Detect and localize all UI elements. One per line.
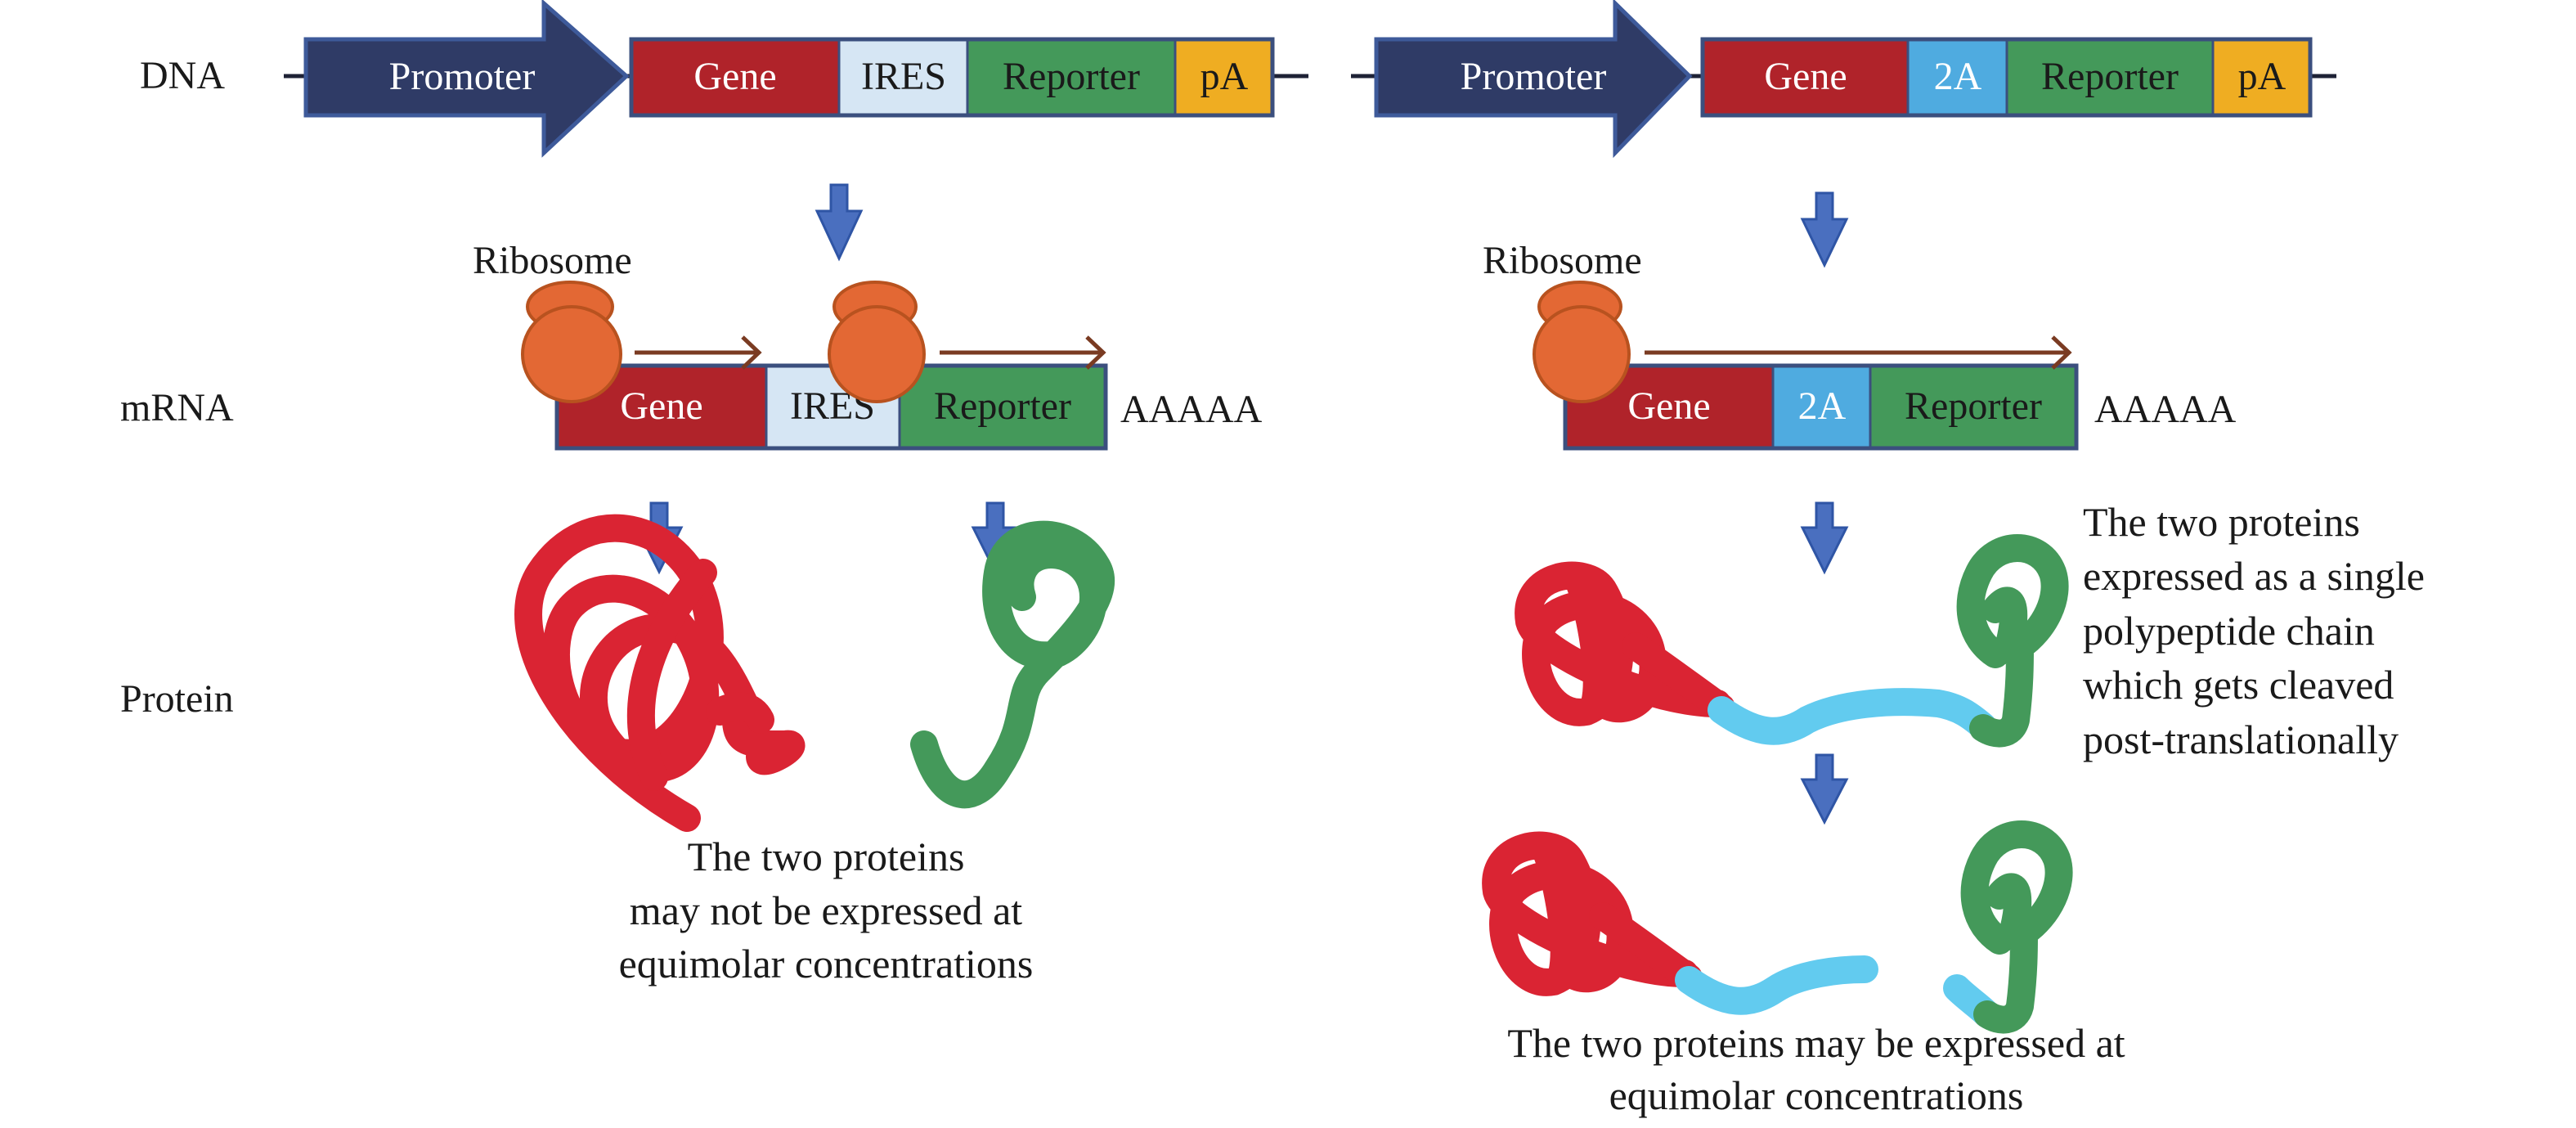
gene-label: Gene (620, 384, 702, 428)
mrna-border (1563, 363, 2079, 451)
gene-protein-icon (514, 514, 766, 832)
left-proteins (514, 514, 1115, 832)
linker-icon (1708, 688, 1997, 745)
2a-label: 2A (1798, 384, 1847, 428)
cassette-border (1700, 37, 2313, 118)
promoter-label: Promoter (1461, 55, 1607, 98)
reporter-label: Reporter (1905, 384, 2042, 428)
reporter-label: Reporter (2041, 55, 2179, 98)
left-mrna: Ribosome Gene IRES Reporter AAAAA (473, 239, 1263, 451)
right-mrna: Ribosome Gene 2A Reporter AAAAA (1483, 239, 2237, 451)
reporter-label: Reporter (1003, 55, 1140, 98)
promoter-label: Promoter (389, 55, 536, 98)
reporter-segment (2005, 38, 2215, 117)
ribosome-label: Ribosome (473, 239, 632, 282)
note-line: polypeptide chain (2083, 608, 2375, 654)
reporter-segment (966, 38, 1177, 117)
right-dna-construct: Promoter Gene 2A Reporter pA (1351, 0, 2336, 159)
reporter-protein-icon (910, 520, 1115, 809)
gene-label: Gene (693, 55, 776, 98)
cleaved-proteins (1482, 820, 2073, 1034)
note-line: expressed as a single (2083, 553, 2425, 599)
poly-a-tail: AAAAA (1120, 388, 1263, 431)
pa-segment (1174, 38, 1274, 117)
linker-icon (1675, 955, 1878, 1015)
gene-segment (1703, 39, 1908, 115)
down-arrow-icon (1800, 501, 1849, 575)
reporter-protein-icon (1960, 820, 2073, 1034)
cassette-border (629, 37, 1275, 118)
down-arrow-icon (815, 183, 864, 262)
2a-label: 2A (1934, 55, 1982, 98)
right-side-note: The two proteins expressed as a single p… (2083, 499, 2425, 762)
poly-a-tail: AAAAA (2094, 388, 2237, 431)
pa-label: pA (2238, 55, 2287, 98)
ribosome-icon (521, 281, 622, 403)
fused-polypeptide (1515, 534, 2069, 748)
right-caption: The two proteins may be expressed at equ… (1507, 1020, 2125, 1118)
left-dna-construct: Promoter Gene IRES Reporter pA (284, 0, 1308, 158)
gene-label: Gene (1627, 384, 1710, 428)
flow-arrows (635, 183, 1849, 825)
pa-label: pA (1200, 55, 1249, 98)
ribosome-label: Ribosome (1483, 239, 1642, 282)
translation-arrow-icon (940, 335, 1106, 370)
row-label-mrna: mRNA (120, 386, 234, 429)
caption-line: may not be expressed at (630, 888, 1023, 933)
note-line: The two proteins (2083, 499, 2360, 545)
row-label-dna: DNA (140, 54, 225, 97)
reporter-protein-icon (1956, 534, 2069, 748)
down-arrow-icon (1800, 753, 1849, 825)
translation-arrow-icon (635, 335, 762, 370)
reporter-segment (898, 364, 1107, 450)
reporter-label: Reporter (934, 384, 1071, 428)
ires-label: IRES (861, 55, 946, 98)
translation-arrow-icon (1645, 335, 2072, 370)
ribosome-icon (828, 281, 926, 403)
note-line: which gets cleaved (2083, 662, 2394, 708)
caption-line: equimolar concentrations (1609, 1072, 2024, 1118)
caption-line: The two proteins may be expressed at (1507, 1020, 2125, 1066)
reporter-segment (1869, 364, 2078, 450)
caption-line: equimolar concentrations (619, 941, 1034, 986)
row-label-protein: Protein (120, 677, 234, 721)
note-line: post-translationally (2083, 717, 2399, 762)
left-caption: The two proteins may not be expressed at… (619, 834, 1034, 986)
promoter-arrow (1374, 0, 1693, 159)
gene-segment (631, 39, 839, 115)
promoter-arrow (303, 0, 630, 158)
gene-label: Gene (1764, 55, 1847, 98)
caption-line: The two proteins (688, 834, 965, 879)
down-arrow-icon (1800, 191, 1849, 268)
ribosome-icon (1533, 281, 1631, 403)
